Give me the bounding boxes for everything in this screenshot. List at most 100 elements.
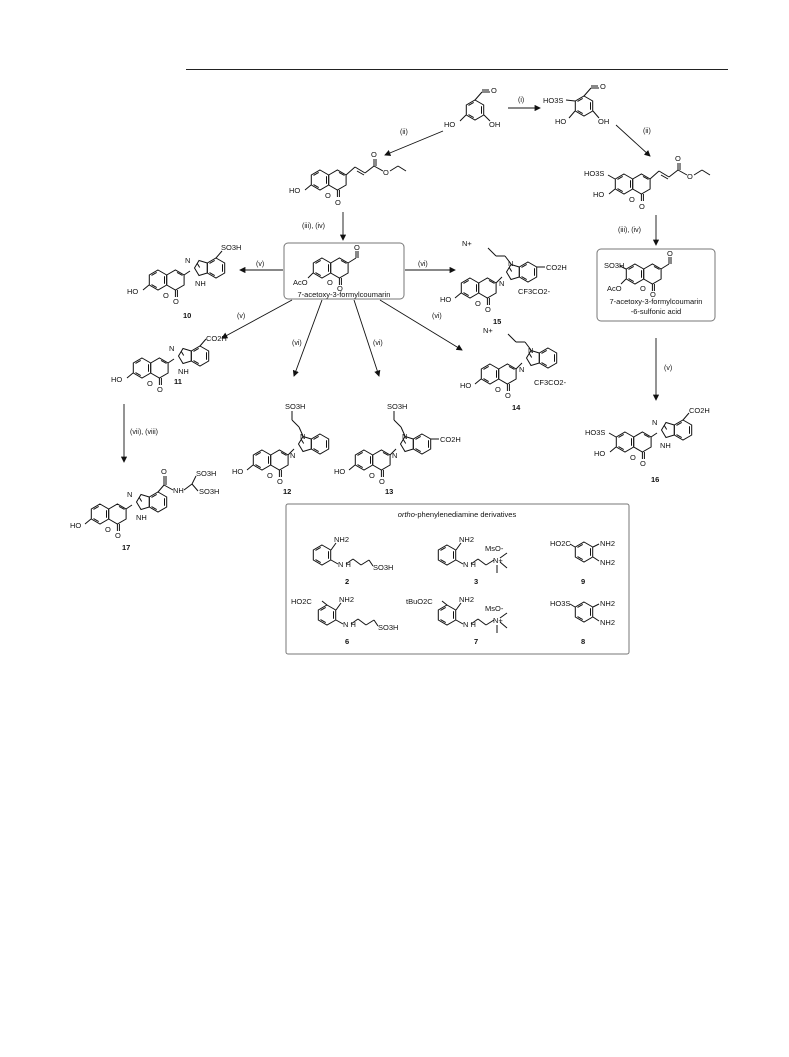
nh2-a-label: NH2 (600, 539, 615, 548)
nh-label: N H (463, 620, 476, 629)
compound-number-8: 8 (581, 637, 585, 646)
nh2-label: NH2 (459, 535, 474, 544)
aco-label: AcO (293, 278, 308, 287)
sulfo-central-box: O SO3H AcO O O 7-acetoxy-3-formylcoumari… (596, 248, 716, 322)
ho-label: HO (460, 381, 471, 390)
arrow-step-ii-right (615, 124, 651, 157)
ring-o: O (147, 379, 153, 388)
ring-o: O (325, 191, 331, 200)
keto-o: O (173, 297, 179, 306)
step-vi-14-label: (vi) (432, 313, 442, 320)
compound-number-3: 3 (474, 577, 478, 586)
arrow-to-12 (292, 299, 323, 377)
nh2-label: NH2 (339, 595, 354, 604)
step-v-16-label: (v) (664, 365, 672, 372)
compound-number-11: 11 (174, 377, 182, 386)
n-label: N (392, 451, 397, 460)
so3h-label: HO3S (543, 96, 563, 105)
ho-label: HO (440, 295, 451, 304)
carbonyl-o: O (675, 154, 681, 163)
compound-number-17: 17 (122, 543, 130, 552)
ring-o: O (267, 471, 273, 480)
arrow-step-ii-left (384, 130, 444, 156)
compound-number-15: 15 (493, 317, 501, 326)
step-vi-12-label: (vi) (292, 340, 302, 347)
so3h-label: SO3H (373, 563, 393, 572)
n1-label: N (508, 259, 513, 268)
derivative-2: NH2 N H SO3H 2 (312, 535, 393, 586)
n-label: N (519, 365, 524, 374)
nme3-label: N+ (462, 239, 472, 248)
aldehyde-o: O (491, 86, 497, 95)
compound-number-10: 10 (183, 311, 191, 320)
nplus-label: N+ (493, 616, 503, 625)
so3h-label-1: SO3H (196, 469, 216, 478)
arrow-to-11 (221, 299, 293, 339)
step-v-11-label: (v) (237, 313, 245, 320)
product-11: CO2H N NH HO O O 11 (111, 334, 227, 394)
aldehyde-o: O (667, 249, 673, 258)
carbonyl-o: O (371, 150, 377, 159)
product-17: O NH SO3H SO3H N NH HO O O 17 (70, 467, 219, 552)
nplus-label: N+ (493, 556, 503, 565)
keto-o: O (277, 477, 283, 486)
coumarin-acrylate: HO O O O O (289, 150, 407, 207)
ester-o: O (687, 172, 693, 181)
product-15: N+ CO2H N N HO O O CF3CO2- 15 (440, 239, 567, 326)
compound-number-6: 6 (345, 637, 349, 646)
co2h-label: HO2C (550, 539, 571, 548)
step-iii-iv-right-label: (iii), (iv) (618, 227, 641, 234)
ester-o: O (383, 168, 389, 177)
so3h-label: SO3H (387, 402, 407, 411)
sulfo-caption-1: 7-acetoxy-3-formylcoumarin (610, 297, 703, 306)
step-i-label: (i) (518, 97, 524, 104)
step-ii-right-label: (ii) (643, 128, 651, 135)
amide-o: O (161, 467, 167, 476)
product-12: SO3H N N HO O O 12 (232, 402, 329, 496)
ho-label: HO (593, 190, 604, 199)
nh-label: N H (343, 620, 356, 629)
so3h-label: HO3S (585, 428, 605, 437)
ho-label: HO (334, 467, 345, 476)
oh-right: OH (489, 120, 500, 129)
compound-number-12: 12 (283, 487, 291, 496)
derivative-6: HO2C NH2 N H SO3H 6 (291, 595, 398, 646)
ring-o: O (630, 453, 636, 462)
ring-o: O (475, 299, 481, 308)
counterion-label: CF3CO2- (518, 287, 551, 296)
n1-label: N (528, 346, 533, 355)
step-iii-iv-left-label: (iii), (iv) (302, 223, 325, 230)
central-caption: 7-acetoxy-3-formylcoumarin (298, 290, 391, 299)
derivatives-box: ortho-phenylenediamine derivatives NH2 N… (285, 503, 630, 655)
ho-label: HO (127, 287, 138, 296)
product-13: SO3H CO2H N N HO O O 13 (334, 402, 461, 496)
mso-label: MsO- (485, 544, 504, 553)
n-label: N (127, 490, 132, 499)
nh-label: N H (338, 560, 351, 569)
keto-o: O (337, 284, 343, 293)
compound-number-13: 13 (385, 487, 393, 496)
n-label: N (652, 418, 657, 427)
aco-label: AcO (607, 284, 622, 293)
ring-o: O (105, 525, 111, 534)
so3h-label: HO3S (584, 169, 604, 178)
oh-left: HO (444, 120, 455, 129)
header-rule (186, 69, 728, 70)
keto-o: O (157, 385, 163, 394)
nme3-label: N+ (483, 326, 493, 335)
so3h-label: SO3H (378, 623, 398, 632)
mso-label: MsO- (485, 604, 504, 613)
n1-label: N (402, 432, 407, 441)
arrow-to-14 (379, 299, 463, 351)
nh-label: NH (660, 441, 671, 450)
compound-number-2: 2 (345, 577, 349, 586)
keto-o: O (505, 391, 511, 400)
ring-o: O (495, 385, 501, 394)
ring-o: O (629, 195, 635, 204)
product-14: N+ N N HO O O CF3CO2- 14 (460, 326, 567, 412)
arrow-to-13 (353, 299, 381, 377)
nh2-label: NH2 (334, 535, 349, 544)
keto-o: O (379, 477, 385, 486)
nh2-label: NH2 (459, 595, 474, 604)
